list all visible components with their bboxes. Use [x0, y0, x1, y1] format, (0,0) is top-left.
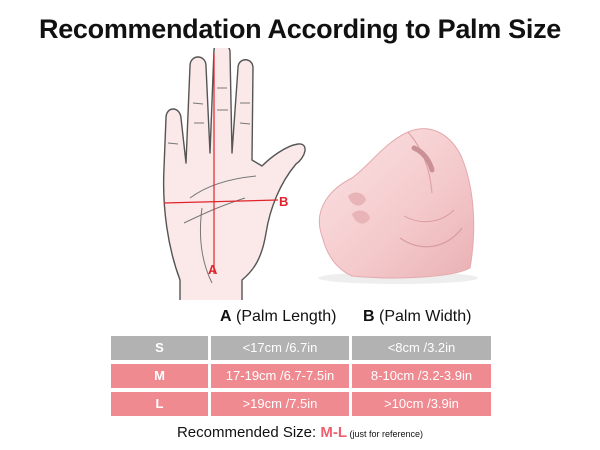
palm-length-key: A [220, 308, 232, 325]
size-cell: L [111, 392, 208, 416]
length-cell: >19cm /7.5in [211, 392, 349, 416]
palm-length-text: (Palm Length) [231, 308, 337, 325]
table-row: L >19cm /7.5in >10cm /3.9in [111, 392, 491, 416]
width-cell: 8-10cm /3.2-3.9in [352, 364, 491, 388]
page-title: Recommendation According to Palm Size [39, 14, 561, 44]
palm-length-label: A [208, 262, 218, 277]
palm-width-header: B (Palm Width) [363, 308, 471, 326]
size-cell: M [111, 364, 208, 388]
vertical-mouse-icon [318, 128, 478, 284]
palm-width-key: B [363, 308, 375, 325]
width-cell: <8cm /3.2in [352, 336, 491, 360]
size-table: S <17cm /6.7in <8cm /3.2in M 17-19cm /6.… [111, 336, 491, 420]
length-cell: <17cm /6.7in [211, 336, 349, 360]
recommended-size-note: (just for reference) [347, 429, 424, 439]
palm-width-text: (Palm Width) [374, 308, 472, 325]
table-row: S <17cm /6.7in <8cm /3.2in [111, 336, 491, 360]
recommended-size: Recommended Size: M-L (just for referenc… [0, 424, 600, 441]
recommended-size-value: M-L [320, 424, 348, 441]
hand-outline-icon [162, 48, 306, 300]
palm-width-label: B [279, 194, 289, 209]
recommended-size-label: Recommended Size: [176, 424, 321, 441]
length-cell: 17-19cm /6.7-7.5in [211, 364, 349, 388]
palm-length-header: A (Palm Length) [220, 308, 337, 326]
table-row: M 17-19cm /6.7-7.5in 8-10cm /3.2-3.9in [111, 364, 491, 388]
width-cell: >10cm /3.9in [352, 392, 491, 416]
size-cell: S [111, 336, 208, 360]
